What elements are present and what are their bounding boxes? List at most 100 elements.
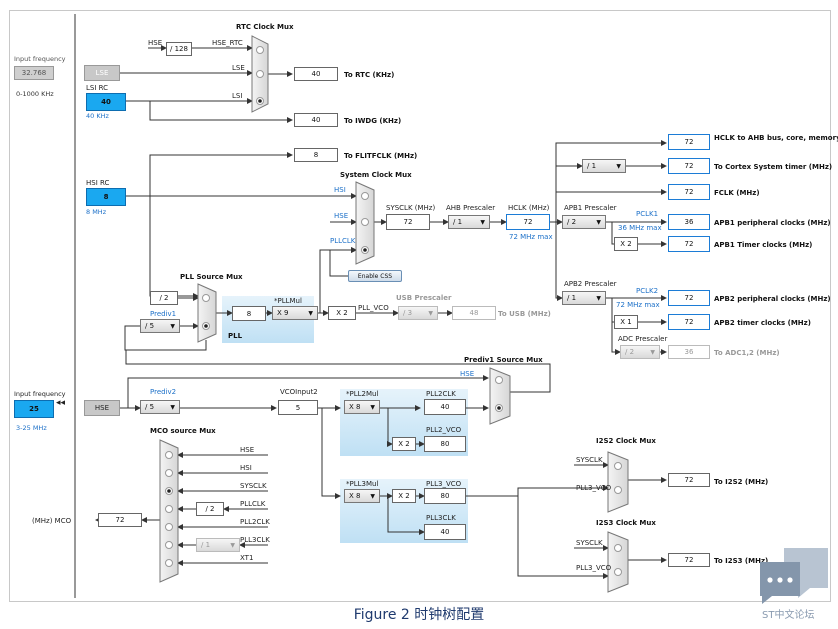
hsi-source[interactable]: 8 bbox=[86, 188, 126, 206]
hclk-max-label: 72 MHz max bbox=[509, 233, 553, 241]
pll3-vco-label: PLL3_VCO bbox=[426, 480, 462, 488]
mco-src-hse: HSE bbox=[240, 446, 254, 454]
figure-caption: Figure 2 时钟树配置 bbox=[353, 607, 485, 623]
to-i2s3-label: To I2S3 (MHz) bbox=[714, 557, 768, 565]
mco-label: (MHz) MCO bbox=[32, 517, 72, 525]
pll3-vco-value[interactable]: 80 bbox=[424, 488, 466, 504]
pllmul-select[interactable]: X 9▼ bbox=[272, 306, 318, 320]
pclk2-label: PCLK2 bbox=[636, 287, 658, 295]
sysmux-hse-label: HSE bbox=[334, 212, 348, 220]
chevron-down-icon: ▼ bbox=[170, 323, 175, 330]
prediv1-select[interactable]: / 5▼ bbox=[140, 319, 180, 333]
pll-source-mux[interactable] bbox=[197, 283, 217, 343]
lsi-source[interactable]: 40 bbox=[86, 93, 126, 111]
sysmux-pllclk-label: PLLCLK bbox=[330, 237, 356, 245]
sysclk-label: SYSCLK (MHz) bbox=[386, 204, 435, 212]
to-iwdg-label: To IWDG (KHz) bbox=[344, 117, 401, 125]
apb2-prescaler-label: APB2 Prescaler bbox=[564, 280, 617, 288]
usb-output-value: 48 bbox=[452, 306, 496, 320]
fclk-label: FCLK (MHz) bbox=[714, 189, 760, 197]
prediv2-label: Prediv2 bbox=[150, 388, 176, 396]
i2s3-sysclk-label: SYSCLK bbox=[576, 539, 603, 547]
hse-input-freq-field[interactable]: 25 bbox=[14, 400, 54, 418]
hclk-ahb-value[interactable]: 72 bbox=[668, 134, 710, 150]
ahb-prescaler-select[interactable]: / 1▼ bbox=[448, 215, 490, 229]
prediv1-source-mux[interactable] bbox=[489, 367, 511, 425]
enable-css-button[interactable]: Enable CSS bbox=[348, 270, 402, 282]
fclk-value[interactable]: 72 bbox=[668, 184, 710, 200]
i2s2-mux-title: I2S2 Clock Mux bbox=[596, 437, 656, 445]
pll2mul-select[interactable]: X 8▼ bbox=[344, 400, 380, 414]
iwdg-output-value: 40 bbox=[294, 113, 338, 127]
pll-vco-label: PLL_VCO bbox=[358, 304, 389, 312]
pll3clk-value[interactable]: 40 bbox=[424, 524, 466, 540]
prediv1-source-mux-title: Prediv1 Source Mux bbox=[464, 356, 543, 364]
chevron-down-icon: ▼ bbox=[308, 310, 313, 317]
prediv2-select[interactable]: / 5▼ bbox=[140, 400, 180, 414]
chevron-down-icon: ▼ bbox=[170, 404, 175, 411]
apb1-periph-value[interactable]: 36 bbox=[668, 214, 710, 230]
pll2-vco-label: PLL2_VCO bbox=[426, 426, 462, 434]
pll-input-value[interactable]: 8 bbox=[232, 306, 266, 321]
sysmux-hsi-label: HSI bbox=[334, 186, 346, 194]
usb-prescaler-select[interactable]: / 3▼ bbox=[398, 306, 438, 320]
chevron-down-icon: ▼ bbox=[596, 219, 601, 226]
pll2clk-value[interactable]: 40 bbox=[424, 399, 466, 415]
pll3mul-select[interactable]: X 8▼ bbox=[344, 489, 380, 503]
apb2-timer-label: APB2 timer clocks (MHz) bbox=[714, 319, 811, 327]
mco-src-pll2clk: PLL2CLK bbox=[240, 518, 270, 526]
hclk-label: HCLK (MHz) bbox=[508, 204, 550, 212]
apb2-timer-mult: X 1 bbox=[614, 315, 638, 329]
pll3clk-label: PLL3CLK bbox=[426, 514, 456, 522]
pll-hsi-div2: / 2 bbox=[150, 291, 178, 305]
apb1-timer-value[interactable]: 72 bbox=[668, 236, 710, 252]
i2s2-clock-mux[interactable] bbox=[607, 451, 629, 513]
vcoinput2-value[interactable]: 5 bbox=[278, 400, 318, 415]
rtc-lse-label: LSE bbox=[232, 64, 245, 72]
cortex-timer-label: To Cortex System timer (MHz) bbox=[714, 163, 832, 171]
ahb-prescaler-label: AHB Prescaler bbox=[446, 204, 495, 212]
mco-pll3clk-div-select[interactable]: / 1▼ bbox=[196, 538, 240, 552]
cortex-timer-value[interactable]: 72 bbox=[668, 158, 710, 174]
pll3-x2: X 2 bbox=[392, 489, 416, 503]
hse-range-label: 3-25 MHz bbox=[16, 424, 47, 432]
lse-input-freq-field[interactable]: 32.768 bbox=[14, 66, 54, 80]
i2s2-output-value: 72 bbox=[668, 473, 710, 487]
apb2-periph-label: APB2 peripheral clocks (MHz) bbox=[714, 295, 831, 303]
pll2-x2: X 2 bbox=[392, 437, 416, 451]
apb1-timer-label: APB1 Timer clocks (MHz) bbox=[714, 241, 812, 249]
apb2-periph-value[interactable]: 72 bbox=[668, 290, 710, 306]
hse-source[interactable]: HSE bbox=[84, 400, 120, 416]
to-usb-label: To USB (MHz) bbox=[498, 310, 551, 318]
adc-output-value: 36 bbox=[668, 345, 710, 359]
mco-src-pllclk: PLLCLK bbox=[240, 500, 266, 508]
pll-source-mux-title: PLL Source Mux bbox=[180, 273, 243, 281]
apb2-prescaler-select[interactable]: / 1▼ bbox=[562, 291, 606, 305]
mco-src-hsi: HSI bbox=[240, 464, 252, 472]
pll2-vco-value[interactable]: 80 bbox=[424, 436, 466, 452]
adc-prescaler-select[interactable]: / 2▼ bbox=[620, 345, 660, 359]
lsi-label: LSI RC bbox=[86, 84, 109, 92]
mco-output-value: 72 bbox=[98, 513, 142, 527]
sysclk-value[interactable]: 72 bbox=[386, 214, 430, 230]
apb1-prescaler-select[interactable]: / 2▼ bbox=[562, 215, 606, 229]
apb1-periph-label: APB1 peripheral clocks (MHz) bbox=[714, 219, 831, 227]
apb2-timer-value[interactable]: 72 bbox=[668, 314, 710, 330]
mco-source-mux-title: MCO source Mux bbox=[150, 427, 216, 435]
watermark-text: ST中文论坛 bbox=[762, 610, 815, 621]
rtc-mux-title: RTC Clock Mux bbox=[236, 23, 294, 31]
hclk-value[interactable]: 72 bbox=[506, 214, 550, 230]
chevron-down-icon: ▼ bbox=[230, 542, 235, 549]
lse-source[interactable]: LSE bbox=[84, 65, 120, 81]
chevron-down-icon: ▼ bbox=[616, 163, 621, 170]
i2s2-sysclk-label: SYSCLK bbox=[576, 456, 603, 464]
to-adc-label: To ADC1,2 (MHz) bbox=[714, 349, 780, 357]
i2s3-clock-mux[interactable] bbox=[607, 531, 629, 593]
adc-prescaler-label: ADC Prescaler bbox=[618, 335, 667, 343]
apb1-max-label: 36 MHz max bbox=[618, 224, 662, 232]
rtc-hse-label: HSE bbox=[148, 39, 162, 47]
cortex-prescaler-select[interactable]: / 1▼ bbox=[582, 159, 626, 173]
chevron-down-icon: ▼ bbox=[370, 404, 375, 411]
mco-src-xt1: XT1 bbox=[240, 554, 253, 562]
mco-src-sysclk: SYSCLK bbox=[240, 482, 267, 490]
